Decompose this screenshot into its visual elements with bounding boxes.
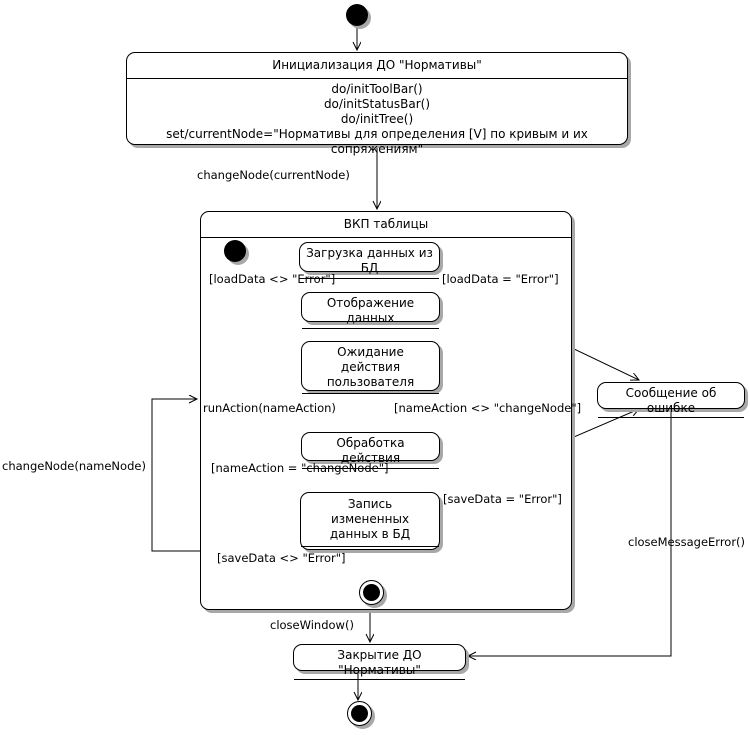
state-show-data-name: Отображение данных [326,296,415,325]
state-show-data[interactable]: Отображение данных [301,292,440,329]
state-process-action[interactable]: Обработка действия [301,432,440,469]
initial-pseudostate-start[interactable] [346,4,368,26]
transition-label-savedata-error: [saveData = "Error"] [443,492,562,506]
transition-label-changenode-currentnode: changeNode(currentNode) [197,168,350,182]
state-initialization-actions: do/initToolBar() do/initStatusBar() do/i… [166,82,588,156]
transition-label-changenode-namenode: changeNode(nameNode) [2,459,146,473]
state-error-message-divider [598,417,744,418]
state-process-action-divider [302,468,439,469]
state-error-message-name: Сообщение об ошибке [625,386,717,415]
state-save-data-name: Запись измененных данных в БД [329,497,411,541]
state-initialization-name: Инициализация ДО "Нормативы" [272,58,482,72]
final-state-inner[interactable] [359,580,384,605]
transition-label-closewindow: closeWindow() [270,618,354,632]
state-wait-user-action-name: Ожидание действия пользователя [326,345,415,389]
state-close-document[interactable]: Закрытие ДО "Нормативы" [293,644,466,680]
transition-label-savedata-not-error: [saveData <> "Error"] [217,551,346,565]
transition-label-loaddata-error: [loadData = "Error"] [442,272,559,286]
transition-label-runaction: runAction(nameAction) [203,401,336,415]
state-wait-user-action[interactable]: Ожидание действия пользователя [301,341,440,394]
state-save-data[interactable]: Запись измененных данных в БД [300,492,440,550]
state-wait-user-action-divider [302,393,439,394]
state-close-document-divider [294,679,465,680]
state-error-message[interactable]: Сообщение об ошибке [597,382,745,418]
final-state-end[interactable] [347,701,372,726]
composite-state-table-vkp-name: ВКП таблицы [201,212,571,238]
state-load-data-name: Загрузка данных из БД [306,246,433,275]
state-initialization-divider [127,78,627,79]
state-show-data-divider [302,328,439,329]
state-initialization[interactable]: Инициализация ДО "Нормативы" do/initTool… [126,52,628,156]
initial-pseudostate-inner[interactable] [224,240,246,262]
state-save-data-divider [301,546,439,547]
transition-label-loaddata-not-error: [loadData <> "Error"] [209,272,336,286]
state-close-document-name: Закрытие ДО "Нормативы" [337,648,422,677]
state-load-data[interactable]: Загрузка данных из БД [299,242,440,279]
transition-label-closemessageerror: closeMessageError() [628,535,746,549]
transition-label-nameaction-not-changenode: [nameAction <> "changeNode"] [394,401,582,415]
transition-label-nameaction-changenode: [nameAction = "changeNode"] [211,461,389,475]
